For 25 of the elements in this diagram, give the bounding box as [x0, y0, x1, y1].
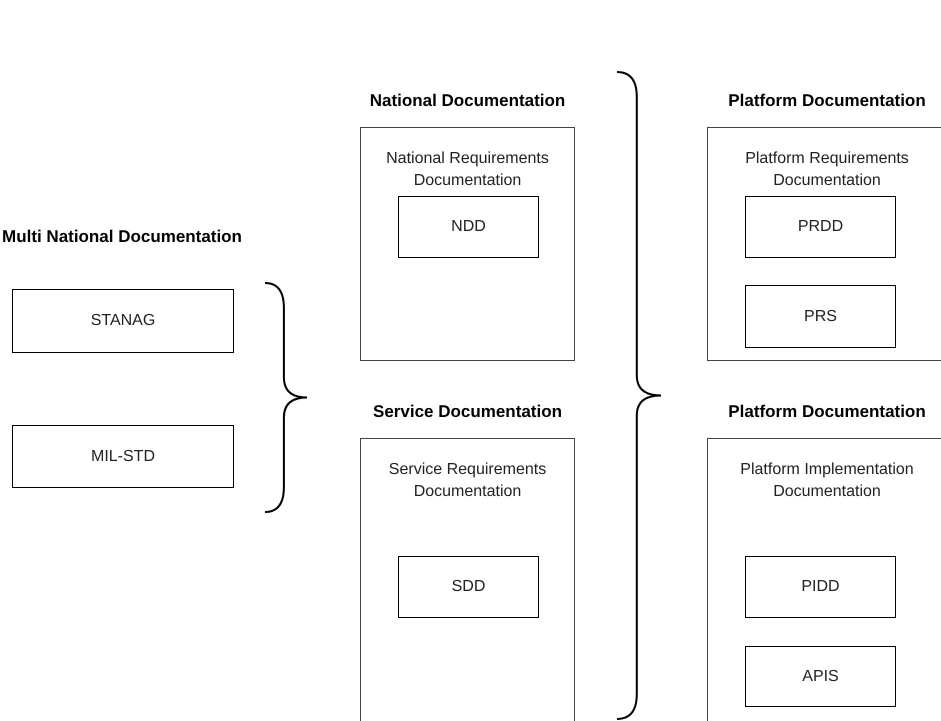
group-heading: Service Documentation	[372, 401, 563, 423]
document-label: PRDD	[798, 218, 844, 236]
group-description: Platform Requirements Documentation	[744, 149, 910, 191]
document-label: PIDD	[801, 578, 840, 596]
document-box	[398, 196, 539, 258]
document-box	[398, 556, 539, 618]
column-heading: Multi National Documentation	[2, 226, 242, 248]
document-box	[745, 285, 896, 348]
document-label: NDD	[451, 218, 486, 236]
group-heading: National Documentation	[368, 90, 566, 112]
document-box	[745, 556, 896, 618]
group-description: Service Requirements Documentation	[388, 460, 548, 502]
group-description: National Requirements Documentation	[385, 149, 550, 191]
document-label: MIL-STD	[91, 448, 155, 466]
document-label: SDD	[452, 578, 486, 596]
document-label: PRS	[804, 308, 837, 326]
document-box	[12, 425, 234, 488]
group-heading: Platform Documentation	[727, 90, 927, 112]
group-description: Platform Implementation Documentation	[739, 460, 915, 502]
group-heading: Platform Documentation	[727, 401, 927, 423]
document-box	[745, 646, 896, 707]
document-box	[12, 289, 234, 353]
document-label: APIS	[802, 668, 839, 686]
document-label: STANAG	[90, 312, 156, 330]
document-box	[745, 196, 896, 258]
